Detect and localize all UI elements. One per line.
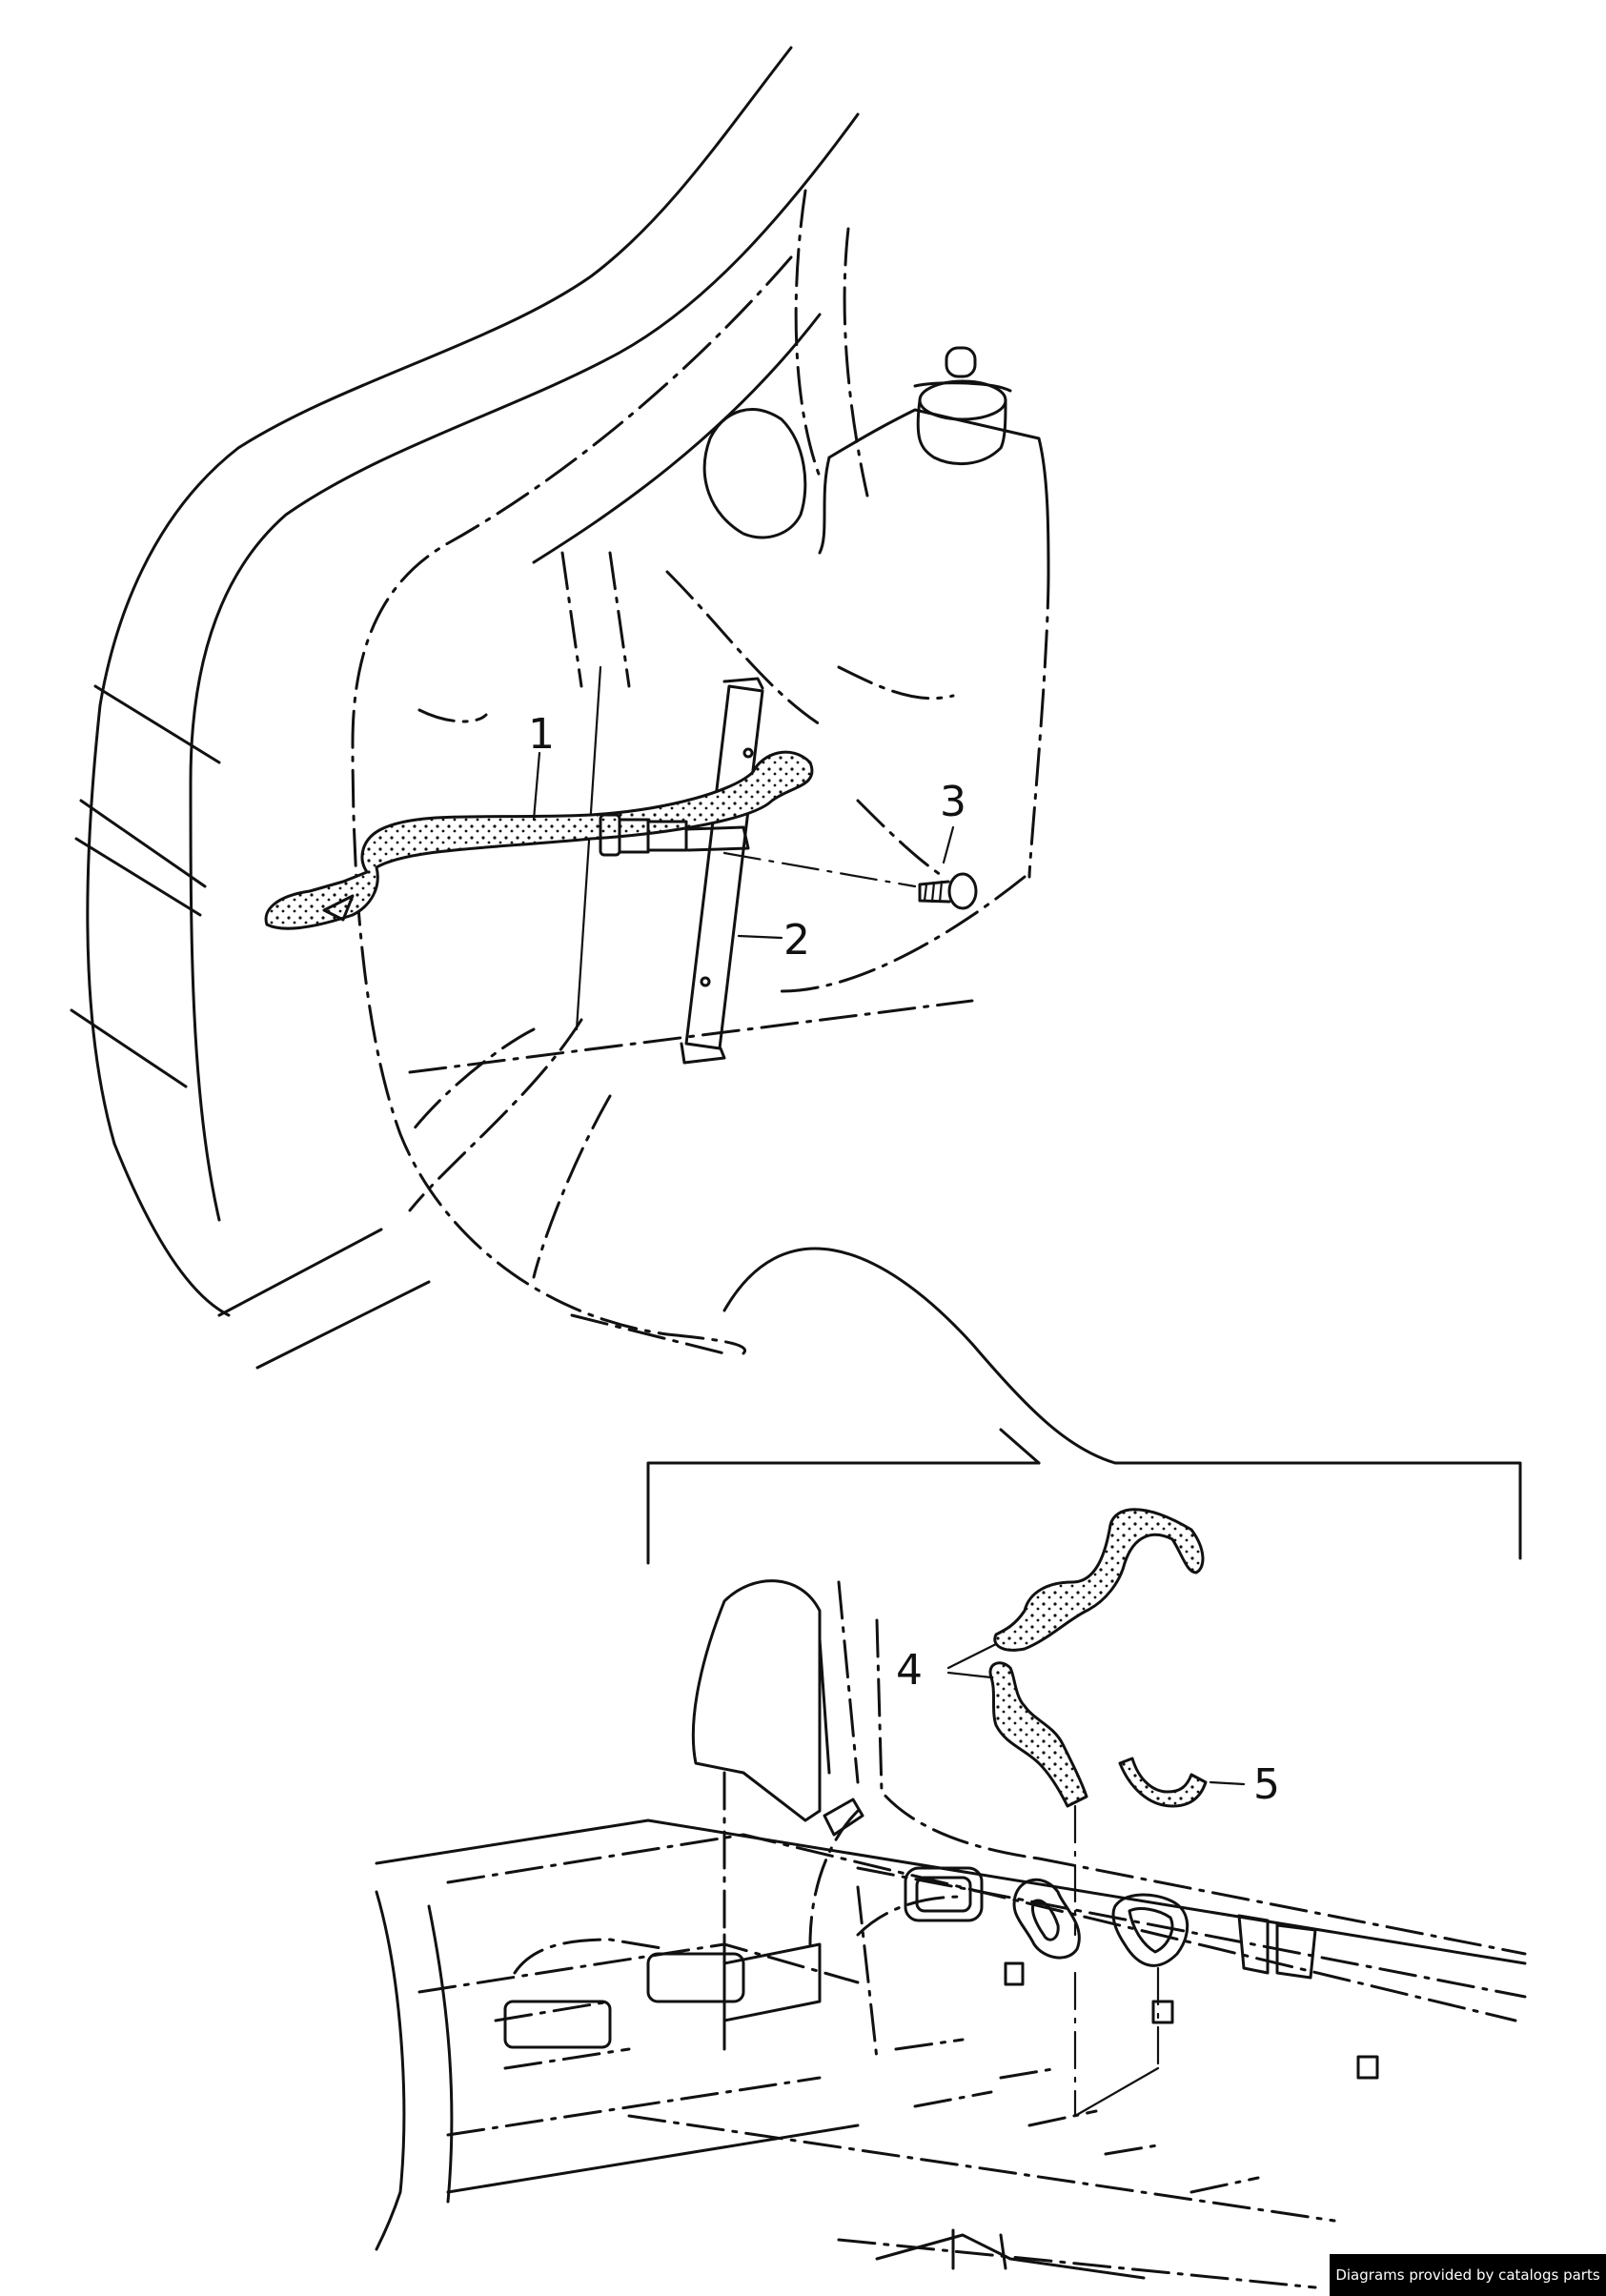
floor-panel bbox=[375, 1819, 1527, 2289]
leader-lines-upper bbox=[532, 751, 955, 940]
callout-1: 1 bbox=[528, 710, 555, 759]
callout-5: 5 bbox=[1253, 1760, 1280, 1809]
wheel-arch bbox=[351, 189, 974, 1355]
clip-part-5 bbox=[1118, 1757, 1208, 1808]
callout-3: 3 bbox=[940, 778, 966, 826]
tank-side-wall bbox=[691, 1579, 1527, 1999]
leader-lines-lower bbox=[946, 1642, 1246, 2118]
detail-pointer bbox=[722, 1247, 1117, 1465]
body-panel-outline bbox=[70, 46, 860, 1370]
detail-frame bbox=[646, 1461, 1522, 1565]
foam-pads-part-4 bbox=[988, 1508, 1205, 1808]
bracket-part-2 bbox=[575, 665, 764, 1065]
screw-part-3 bbox=[918, 872, 978, 910]
washer-reservoir bbox=[665, 346, 1050, 993]
strap-part-1 bbox=[264, 750, 814, 930]
cutouts bbox=[904, 1866, 1379, 2080]
callout-2: 2 bbox=[783, 916, 810, 965]
callout-4: 4 bbox=[896, 1646, 923, 1695]
credit-banner: Diagrams provided by catalogs parts bbox=[1330, 2254, 1606, 2296]
